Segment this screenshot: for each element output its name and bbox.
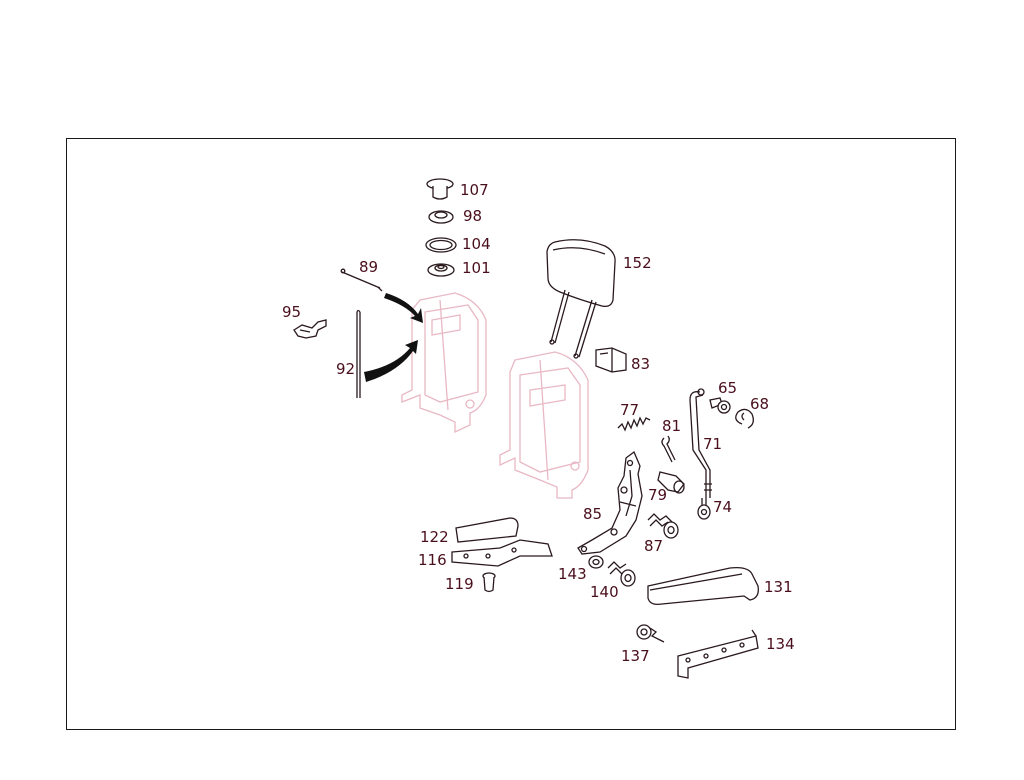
pin-79 <box>657 471 685 494</box>
bolt-87 <box>647 513 679 539</box>
washer-143 <box>588 555 604 569</box>
label-137: 137 <box>621 647 650 665</box>
arrow-92 <box>364 340 418 382</box>
rod-71 <box>689 388 712 498</box>
label-89: 89 <box>359 258 378 276</box>
label-77: 77 <box>620 401 639 419</box>
label-87: 87 <box>644 537 663 555</box>
label-134: 134 <box>766 635 795 653</box>
wire-89 <box>340 268 383 292</box>
headrest-152 <box>546 239 616 359</box>
rivet-119 <box>482 572 496 593</box>
ring-104 <box>425 237 457 253</box>
screw-137 <box>636 624 665 643</box>
label-68: 68 <box>750 395 769 413</box>
label-92: 92 <box>336 360 355 378</box>
arrow-89 <box>384 293 423 323</box>
seat-frame-right-ghost <box>499 351 589 499</box>
cap-107 <box>426 178 454 200</box>
label-98: 98 <box>463 207 482 225</box>
part-labels: 107 98 104 101 89 95 92 152 83 77 81 65 … <box>282 181 795 665</box>
label-79: 79 <box>648 486 667 504</box>
label-81: 81 <box>662 417 681 435</box>
label-104: 104 <box>462 235 491 253</box>
pad-122 <box>455 517 519 543</box>
bracket-83 <box>595 347 627 373</box>
label-74: 74 <box>713 498 732 516</box>
label-65: 65 <box>718 379 737 397</box>
bolt-140 <box>607 561 636 587</box>
washer-98 <box>428 210 454 224</box>
pin-81 <box>661 435 676 463</box>
bolt-65 <box>709 397 731 414</box>
label-152: 152 <box>623 254 652 272</box>
cover-131 <box>647 566 759 606</box>
label-122: 122 <box>420 528 449 546</box>
label-101: 101 <box>462 259 491 277</box>
label-140: 140 <box>590 583 619 601</box>
clip-95 <box>293 319 327 339</box>
rail-134 <box>677 629 759 679</box>
label-131: 131 <box>764 578 793 596</box>
grommet-101 <box>427 263 455 277</box>
hinge-85 <box>577 450 643 555</box>
clip-68 <box>735 408 754 429</box>
label-95: 95 <box>282 303 301 321</box>
seat-frame-left-ghost <box>401 292 487 434</box>
label-71: 71 <box>703 435 722 453</box>
label-85: 85 <box>583 505 602 523</box>
label-119: 119 <box>445 575 474 593</box>
eyebolt-74 <box>697 498 711 520</box>
label-143: 143 <box>558 565 587 583</box>
rod-92 <box>356 309 361 398</box>
spring-77 <box>617 416 651 432</box>
plate-116 <box>451 539 553 567</box>
label-107: 107 <box>460 181 489 199</box>
label-116: 116 <box>418 551 447 569</box>
diagram-frame <box>66 138 956 730</box>
label-83: 83 <box>631 355 650 373</box>
